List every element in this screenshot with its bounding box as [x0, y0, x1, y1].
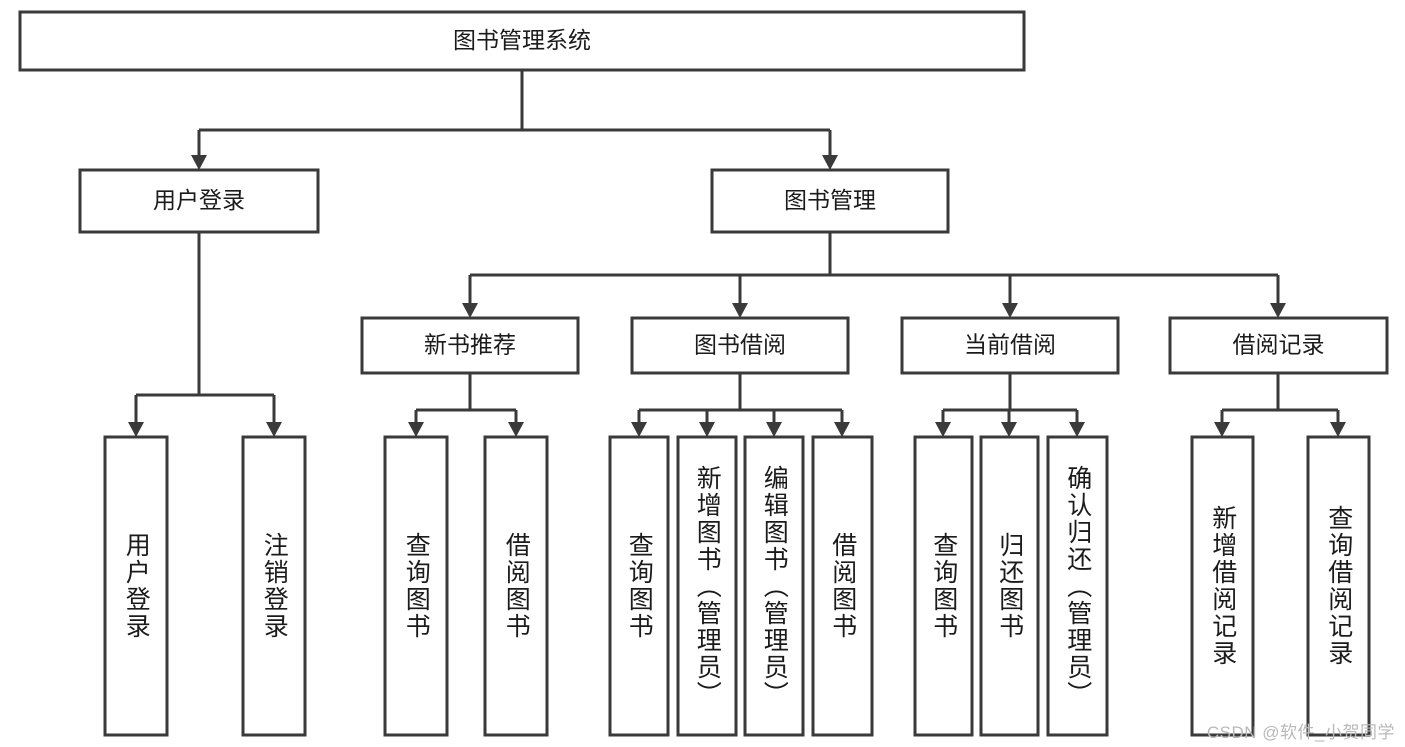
- leaf-node-归还图书[interactable]: [979, 435, 1040, 737]
- arrowhead-icon: [935, 422, 951, 437]
- node-box[interactable]: [383, 435, 449, 737]
- node-box[interactable]: [78, 168, 320, 234]
- node-box[interactable]: [1190, 435, 1255, 737]
- arrowhead-icon: [631, 422, 647, 437]
- node-box[interactable]: [900, 316, 1120, 375]
- arrowhead-icon: [834, 422, 850, 437]
- level3-node-图书借阅[interactable]: 图书借阅: [630, 316, 850, 375]
- leaf-node-确认归还（管理员）[interactable]: [1046, 435, 1109, 737]
- node-box[interactable]: [103, 435, 169, 737]
- leaf-node-用户登录[interactable]: [103, 435, 169, 737]
- arrowhead-icon: [699, 422, 715, 437]
- node-label: 借阅记录: [1233, 332, 1325, 358]
- node-box[interactable]: [608, 435, 670, 737]
- node-box[interactable]: [630, 316, 850, 375]
- arrowhead-icon: [508, 422, 524, 437]
- node-box[interactable]: [743, 435, 805, 737]
- arrowhead-icon: [128, 422, 144, 437]
- arrowhead-icon: [1069, 422, 1085, 437]
- node-box[interactable]: [913, 435, 974, 737]
- node-label: 用户登录: [153, 187, 245, 213]
- arrowhead-icon: [266, 422, 282, 437]
- node-label: 图书借阅: [694, 332, 786, 358]
- root-node-图书管理系统[interactable]: 图书管理系统: [18, 10, 1026, 72]
- level3-node-借阅记录[interactable]: 借阅记录: [1168, 316, 1389, 375]
- node-box[interactable]: [710, 168, 950, 234]
- arrowhead-icon: [1330, 422, 1346, 437]
- arrowhead-icon: [191, 155, 207, 170]
- arrowhead-icon: [1214, 422, 1230, 437]
- leaf-node-借阅图书[interactable]: [811, 435, 874, 737]
- arrowhead-icon: [1001, 422, 1017, 437]
- leaf-node-查询图书[interactable]: [608, 435, 670, 737]
- leaf-node-编辑图书（管理员）[interactable]: [743, 435, 805, 737]
- arrowhead-icon: [732, 303, 748, 318]
- leaf-node-借阅图书[interactable]: [483, 435, 549, 737]
- arrowhead-icon: [462, 303, 478, 318]
- edges-layer: [128, 70, 1346, 437]
- arrowhead-icon: [1002, 303, 1018, 318]
- leaf-node-查询借阅记录[interactable]: [1306, 435, 1371, 737]
- node-box[interactable]: [676, 435, 738, 737]
- level3-node-当前借阅[interactable]: 当前借阅: [900, 316, 1120, 375]
- node-box[interactable]: [360, 316, 580, 375]
- node-label: 新书推荐: [424, 332, 516, 358]
- node-box[interactable]: [979, 435, 1040, 737]
- node-label: 当前借阅: [964, 332, 1056, 358]
- node-box[interactable]: [483, 435, 549, 737]
- level2-node-用户登录[interactable]: 用户登录: [78, 168, 320, 234]
- node-box[interactable]: [1306, 435, 1371, 737]
- node-label: 图书管理: [784, 187, 876, 213]
- leaf-node-新增图书（管理员）[interactable]: [676, 435, 738, 737]
- watermark: CSDN @软件_小贺同学: [1206, 723, 1395, 742]
- arrowhead-icon: [822, 155, 838, 170]
- arrowhead-icon: [1270, 303, 1286, 318]
- leaf-node-查询图书[interactable]: [383, 435, 449, 737]
- level3-node-新书推荐[interactable]: 新书推荐: [360, 316, 580, 375]
- node-box[interactable]: [1168, 316, 1389, 375]
- arrowhead-icon: [766, 422, 782, 437]
- leaf-node-新增借阅记录[interactable]: [1190, 435, 1255, 737]
- leaf-node-查询图书[interactable]: [913, 435, 974, 737]
- node-box[interactable]: [811, 435, 874, 737]
- level2-node-图书管理[interactable]: 图书管理: [710, 168, 950, 234]
- node-label: 图书管理系统: [453, 27, 591, 53]
- arrowhead-icon: [408, 422, 424, 437]
- node-box[interactable]: [18, 10, 1026, 72]
- node-box[interactable]: [241, 435, 307, 737]
- leaf-node-注销登录[interactable]: [241, 435, 307, 737]
- node-box[interactable]: [1046, 435, 1109, 737]
